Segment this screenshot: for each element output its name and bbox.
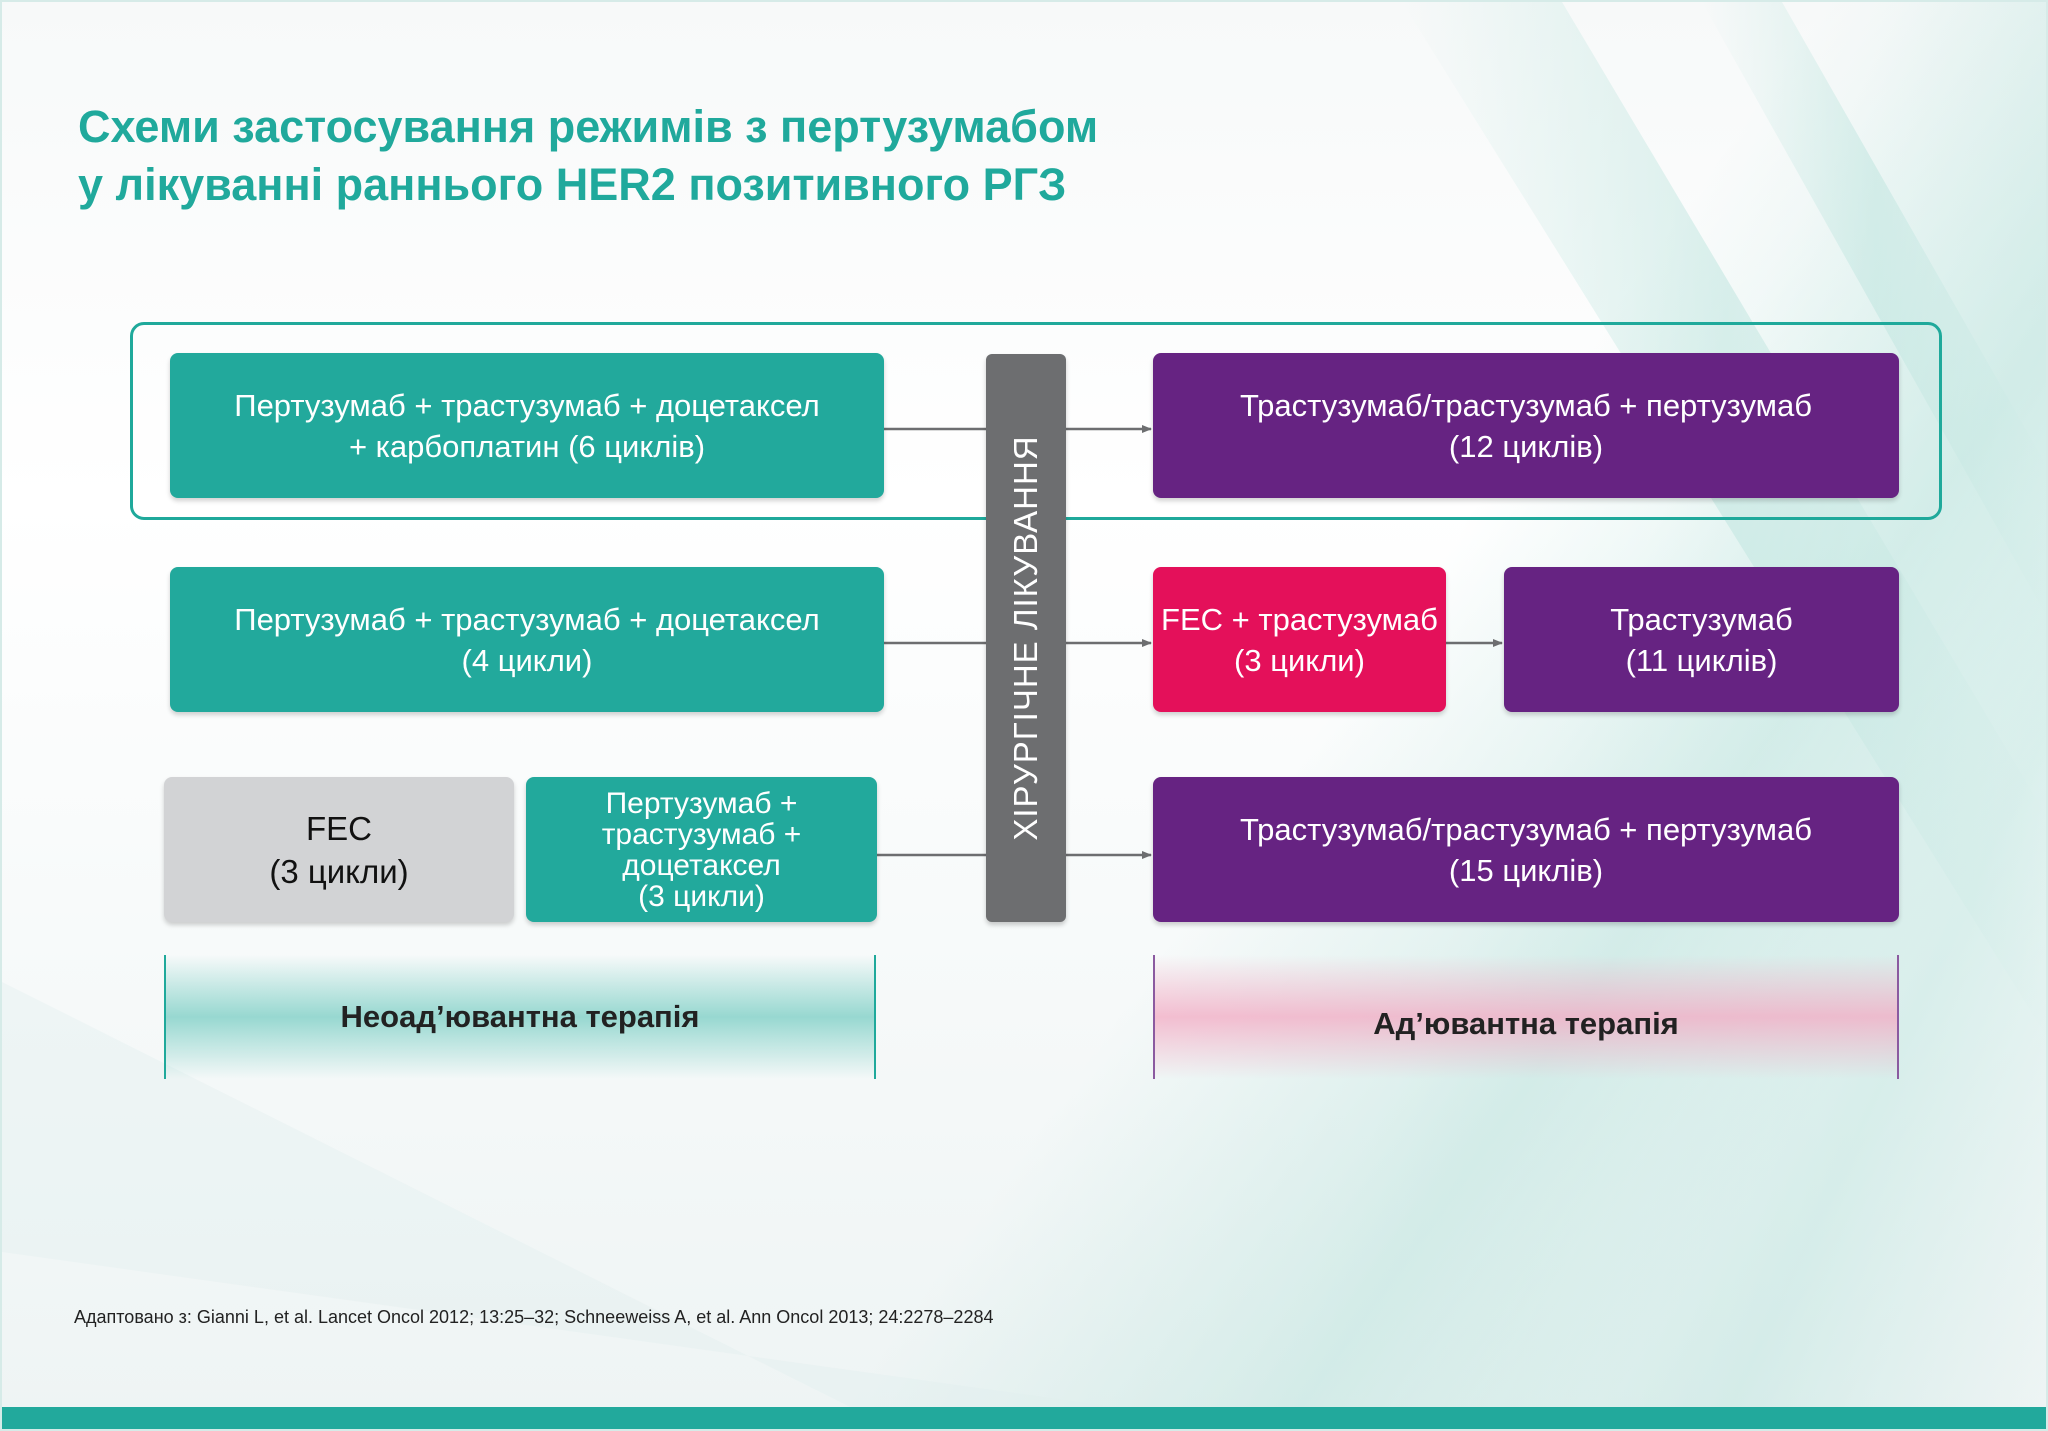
box-line: доцетаксел — [622, 848, 781, 882]
page-title: Схеми застосування режимів з пертузумабо… — [78, 98, 1098, 214]
box-line: (11 циклів) — [1625, 642, 1778, 678]
regimen-box-row2-adjuvant-fec: FEC + трастузумаб (3 цикли) — [1153, 567, 1446, 712]
box-line: (4 цикли) — [461, 642, 593, 678]
regimen-box-row3-neoadjuvant: Пертузумаб + трастузумаб + доцетаксел (3… — [526, 777, 877, 922]
box-line: + карбоплатин (6 циклів) — [348, 428, 706, 464]
box-line: FEC + трастузумаб — [1161, 601, 1438, 637]
box-line: (3 цикли) — [638, 879, 765, 913]
title-line-1: Схеми застосування режимів з пертузумабо… — [78, 101, 1099, 152]
box-line: (12 циклів) — [1448, 428, 1604, 464]
box-line: FEC — [306, 809, 372, 847]
regimen-box-row3-adjuvant: Трастузумаб/трастузумаб + пертузумаб (15… — [1153, 777, 1899, 922]
regimen-box-row3-fec: FEC (3 цикли) — [164, 777, 514, 922]
box-line: (15 циклів) — [1448, 852, 1604, 888]
regimen-box-row1-neoadjuvant: Пертузумаб + трастузумаб + доцетаксел + … — [170, 353, 884, 498]
box-line: Трастузумаб/трастузумаб + пертузумаб — [1239, 387, 1812, 423]
box-line: трастузумаб + — [601, 817, 802, 851]
box-line: Пертузумаб + трастузумаб + доцетаксел — [234, 601, 820, 637]
source-citation: Адаптовано з: Gianni L, et al. Lancet On… — [74, 1307, 994, 1327]
box-line: (3 цикли) — [1234, 642, 1365, 678]
neoadjuvant-phase-label: Неоад’ювантна терапія — [164, 955, 876, 1079]
regimen-box-row2-neoadjuvant: Пертузумаб + трастузумаб + доцетаксел (4… — [170, 567, 884, 712]
regimen-box-row1-adjuvant: Трастузумаб/трастузумаб + пертузумаб (12… — [1153, 353, 1899, 498]
box-line: Трастузумаб — [1610, 601, 1793, 637]
title-line-2: у лікуванні раннього HER2 позитивного РГ… — [78, 159, 1067, 210]
surgery-bar: ХІРУРГІЧНЕ ЛІКУВАННЯ — [986, 354, 1066, 922]
bottom-bar — [2, 1407, 2046, 1429]
box-line: Пертузумаб + трастузумаб + доцетаксел — [234, 387, 820, 423]
surgery-label: ХІРУРГІЧНЕ ЛІКУВАННЯ — [1007, 435, 1044, 841]
box-line: Трастузумаб/трастузумаб + пертузумаб — [1239, 811, 1812, 847]
box-line: Пертузумаб + — [605, 786, 798, 820]
regimen-box-row2-adjuvant-trastuzumab: Трастузумаб (11 циклів) — [1504, 567, 1899, 712]
adjuvant-phase-label: Ад’ювантна терапія — [1153, 955, 1899, 1079]
box-line: (3 цикли) — [269, 852, 409, 890]
